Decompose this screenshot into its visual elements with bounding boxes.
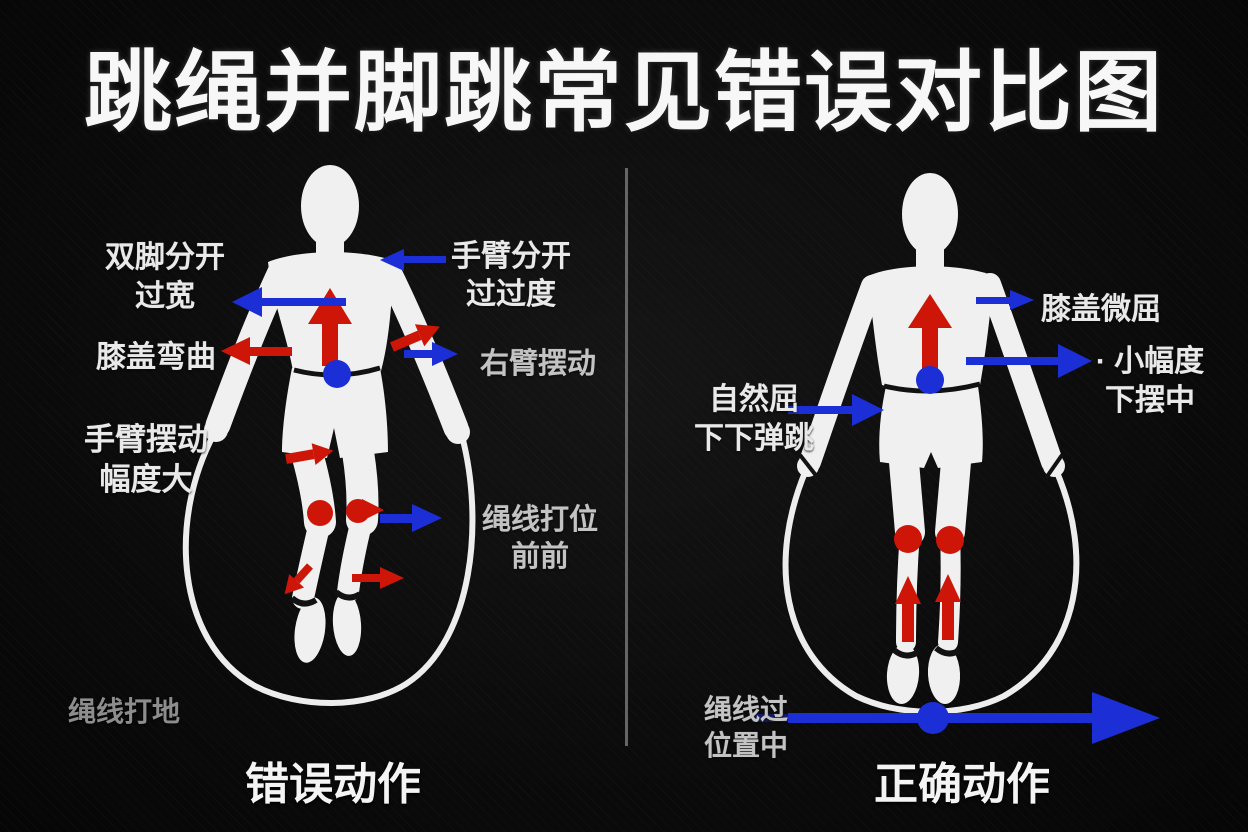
label-feet-apart-line1: 双脚分开 [105, 241, 225, 274]
ground-contact-dot-blue [917, 702, 949, 734]
label-natural-bend: 自然屈 下下弹跳 [694, 383, 814, 455]
label-arms-apart: 手臂分开 过过度 [451, 240, 571, 311]
waist-dot-blue [323, 360, 351, 388]
label-rope-hits-ground: 绳线打地 [67, 696, 180, 727]
waist-dot-blue [916, 366, 944, 394]
up-arrow-red-shin-left-icon [895, 576, 921, 642]
right-arrow-blue-hand-icon [788, 394, 884, 426]
left-jump-rope [182, 432, 476, 706]
right-arrow-blue-shoulder-icon [976, 290, 1034, 310]
left-annotations [221, 249, 458, 595]
caption-correct-action: 正确动作 [874, 760, 1050, 809]
page-title: 跳绳并脚跳常见错误对比图 [83, 43, 1164, 142]
downleft-arrow-red-icon [284, 563, 313, 595]
right-arrow-blue-knee-icon [380, 504, 442, 532]
right-arrow-blue-waist-icon [404, 342, 458, 366]
right-arrow-red-shin-icon [352, 567, 404, 589]
upright-arrow-red-icon [390, 324, 440, 352]
right-annotations [752, 290, 1160, 744]
panel-divider [625, 168, 628, 746]
knee-arrowhead-red-icon [362, 499, 384, 521]
label-knees-bent: 膝盖弯曲 [96, 341, 216, 374]
label-feet-apart: 双脚分开 过宽 [88, 238, 242, 316]
left-arrow-blue-upperarm-icon [232, 287, 346, 317]
label-small-amplitude: · 小幅度 下摆中 [1095, 345, 1205, 417]
up-arrow-red-icon [908, 294, 952, 370]
label-body-sway: 右臂摆动 [479, 348, 596, 380]
knee-dot-red-right [936, 526, 964, 554]
label-rope-position-front: 绳线打位 前前 [481, 504, 598, 573]
right-arrow-blue-waist-icon [966, 344, 1092, 378]
label-rope-centered: 绳线过 位置中 [703, 694, 788, 761]
caption-wrong-action: 错误动作 [245, 760, 421, 809]
label-knees-slightly-bent: 膝盖微屈 [1041, 293, 1161, 326]
label-feet-apart-line2: 过宽 [135, 280, 195, 313]
left-arrow-red-waist-icon [221, 337, 292, 365]
label-arm-swing: 手臂摆动 幅度大 [84, 422, 208, 497]
ground-arrow-blue-icon [752, 692, 1160, 744]
knee-dot-red-left [307, 500, 333, 526]
right-arrow-red-thigh-icon [285, 443, 334, 465]
knee-dot-red-left [894, 525, 922, 553]
up-arrow-red-shin-right-icon [935, 574, 961, 640]
left-arrow-blue-shoulder-icon [380, 249, 446, 271]
